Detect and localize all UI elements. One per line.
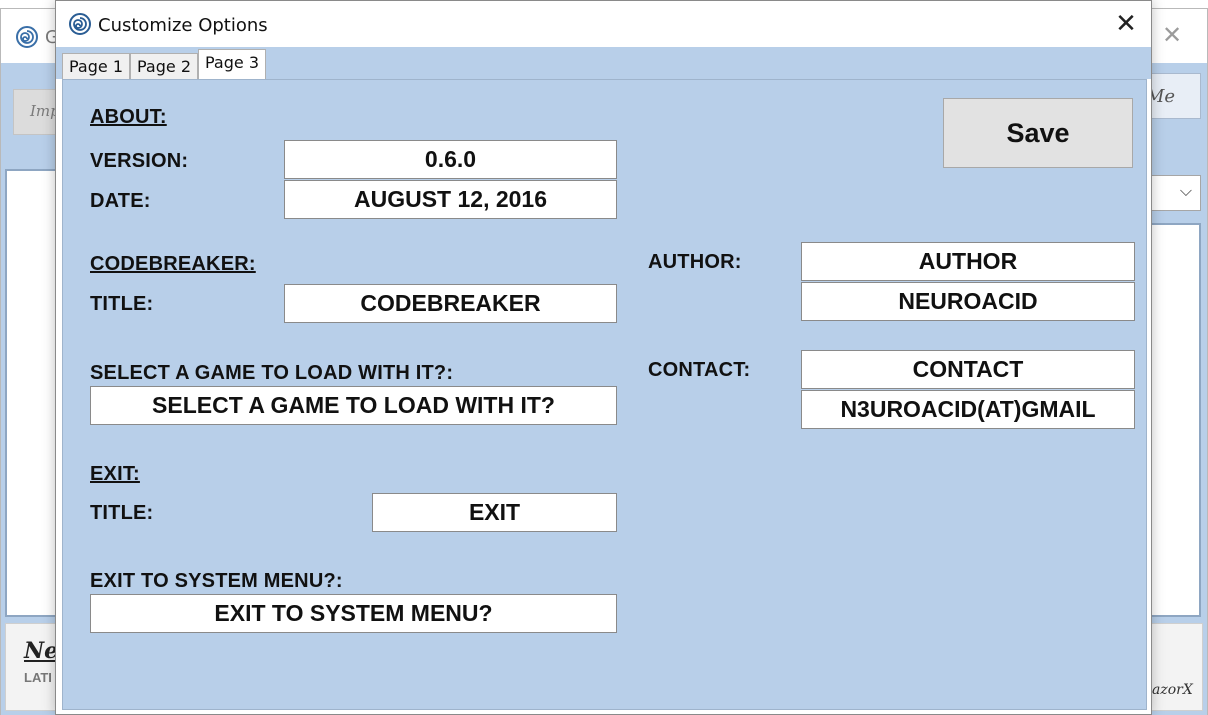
version-field[interactable] [284,140,617,179]
contact-email-field[interactable] [801,390,1135,429]
date-label: DATE: [90,190,151,212]
about-heading: ABOUT: [90,106,167,128]
exit-title-field[interactable] [372,493,617,532]
tab-strip: Page 1 Page 2 Page 3 [56,47,1151,79]
tab-page-2[interactable]: Page 2 [130,53,198,79]
exit-title-label: TITLE: [90,502,154,524]
contact-label: CONTACT: [648,359,751,381]
dialog-title: Customize Options [98,15,268,36]
select-game-field[interactable] [90,386,617,425]
author-label: AUTHOR: [648,251,742,273]
customize-options-dialog: Customize Options ✕ Page 1 Page 2 Page 3… [55,0,1152,715]
tab-page-1[interactable]: Page 1 [62,53,130,79]
close-icon[interactable]: ✕ [1115,8,1137,38]
spiral-app-icon [16,26,38,48]
background-close-icon[interactable]: ✕ [1161,22,1183,49]
background-list-panel[interactable] [5,169,61,617]
exit-system-menu-label: EXIT TO SYSTEM MENU?: [90,570,343,592]
background-dropdown[interactable]: ⌵ [1149,175,1201,211]
codebreaker-title-field[interactable] [284,284,617,323]
author-name-field[interactable] [801,282,1135,321]
version-label: VERSION: [90,150,189,172]
codebreaker-heading: CODEBREAKER: [90,253,256,275]
codebreaker-title-label: TITLE: [90,293,154,315]
contact-title-field[interactable] [801,350,1135,389]
spiral-app-icon [69,13,91,35]
author-title-field[interactable] [801,242,1135,281]
tab-page-3-content: ABOUT: VERSION: DATE: CODEBREAKER: TITLE… [62,79,1147,710]
date-field[interactable] [284,180,617,219]
footer-name: Ne [24,638,59,664]
dialog-titlebar: Customize Options ✕ [56,1,1151,47]
exit-heading: EXIT: [90,463,140,485]
background-right-panel[interactable] [1149,223,1201,617]
footer-credit: azorX [1152,682,1193,698]
chevron-down-icon: ⌵ [1179,183,1192,200]
footer-latest: LATI [24,670,52,685]
select-game-label: SELECT A GAME TO LOAD WITH IT?: [90,362,454,384]
exit-system-menu-field[interactable] [90,594,617,633]
tab-page-3[interactable]: Page 3 [198,49,266,79]
save-button[interactable]: Save [943,98,1133,168]
